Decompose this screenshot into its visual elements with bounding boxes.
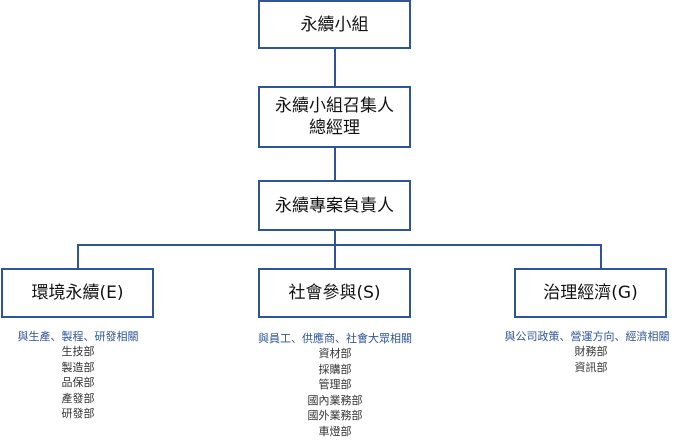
branch-governance-description: 與公司政策、營運方向、經濟相關: [504, 330, 670, 343]
connector-bus-to-e: [77, 244, 79, 269]
department-item: 資材部: [318, 347, 352, 360]
branch-governance-departments: 財務部 資訊部: [546, 344, 636, 375]
branch-environment-title: 環境永續(E): [31, 283, 124, 303]
department-item: 資訊部: [574, 360, 608, 374]
department-item: 品保部: [61, 376, 95, 389]
department-item: 車燈部: [318, 424, 352, 438]
connector-bus-to-s: [334, 244, 336, 269]
department-item: 製造部: [61, 360, 95, 374]
department-item: 國內業務部: [307, 393, 363, 407]
branch-social-title: 社會參與(S): [288, 283, 381, 303]
department-item: 財務部: [574, 345, 608, 358]
branch-social-description: 與員工、供應商、社會大眾相關: [258, 332, 412, 345]
convener-title: 永續小組召集人: [275, 96, 394, 116]
department-item: 產發部: [61, 391, 95, 405]
convener-role: 總經理: [309, 118, 360, 138]
department-item: 國外業務部: [307, 409, 363, 422]
box-branch-governance: 治理經濟(G): [514, 268, 667, 318]
connector-lead-to-bus: [334, 230, 336, 245]
connector-bus-to-g: [600, 244, 602, 269]
branch-governance-title: 治理經濟(G): [543, 283, 638, 303]
department-item: 管理部: [318, 378, 352, 391]
box-convener: 永續小組召集人 總經理: [258, 86, 411, 148]
branch-environment-description: 與生產、製程、研發相關: [17, 330, 139, 343]
box-project-lead: 永續專案負責人: [258, 180, 411, 231]
branch-social-departments: 資材部 採購部 管理部 國內業務部 國外業務部 車燈部: [285, 346, 385, 439]
connector-convener-to-lead: [334, 147, 336, 181]
connector-top-to-convener: [334, 48, 336, 87]
connector-horizontal-bus: [77, 244, 602, 246]
sustainability-team-label: 永續小組: [300, 14, 369, 35]
project-lead-label: 永續專案負責人: [275, 195, 394, 216]
department-item: 研發部: [61, 407, 95, 420]
department-item: 採購部: [318, 362, 352, 376]
box-sustainability-team: 永續小組: [258, 0, 411, 49]
box-branch-environment: 環境永續(E): [1, 268, 154, 318]
box-branch-social: 社會參與(S): [258, 268, 411, 318]
branch-environment-departments: 生技部 製造部 品保部 產發部 研發部: [33, 344, 123, 422]
department-item: 生技部: [61, 345, 95, 358]
